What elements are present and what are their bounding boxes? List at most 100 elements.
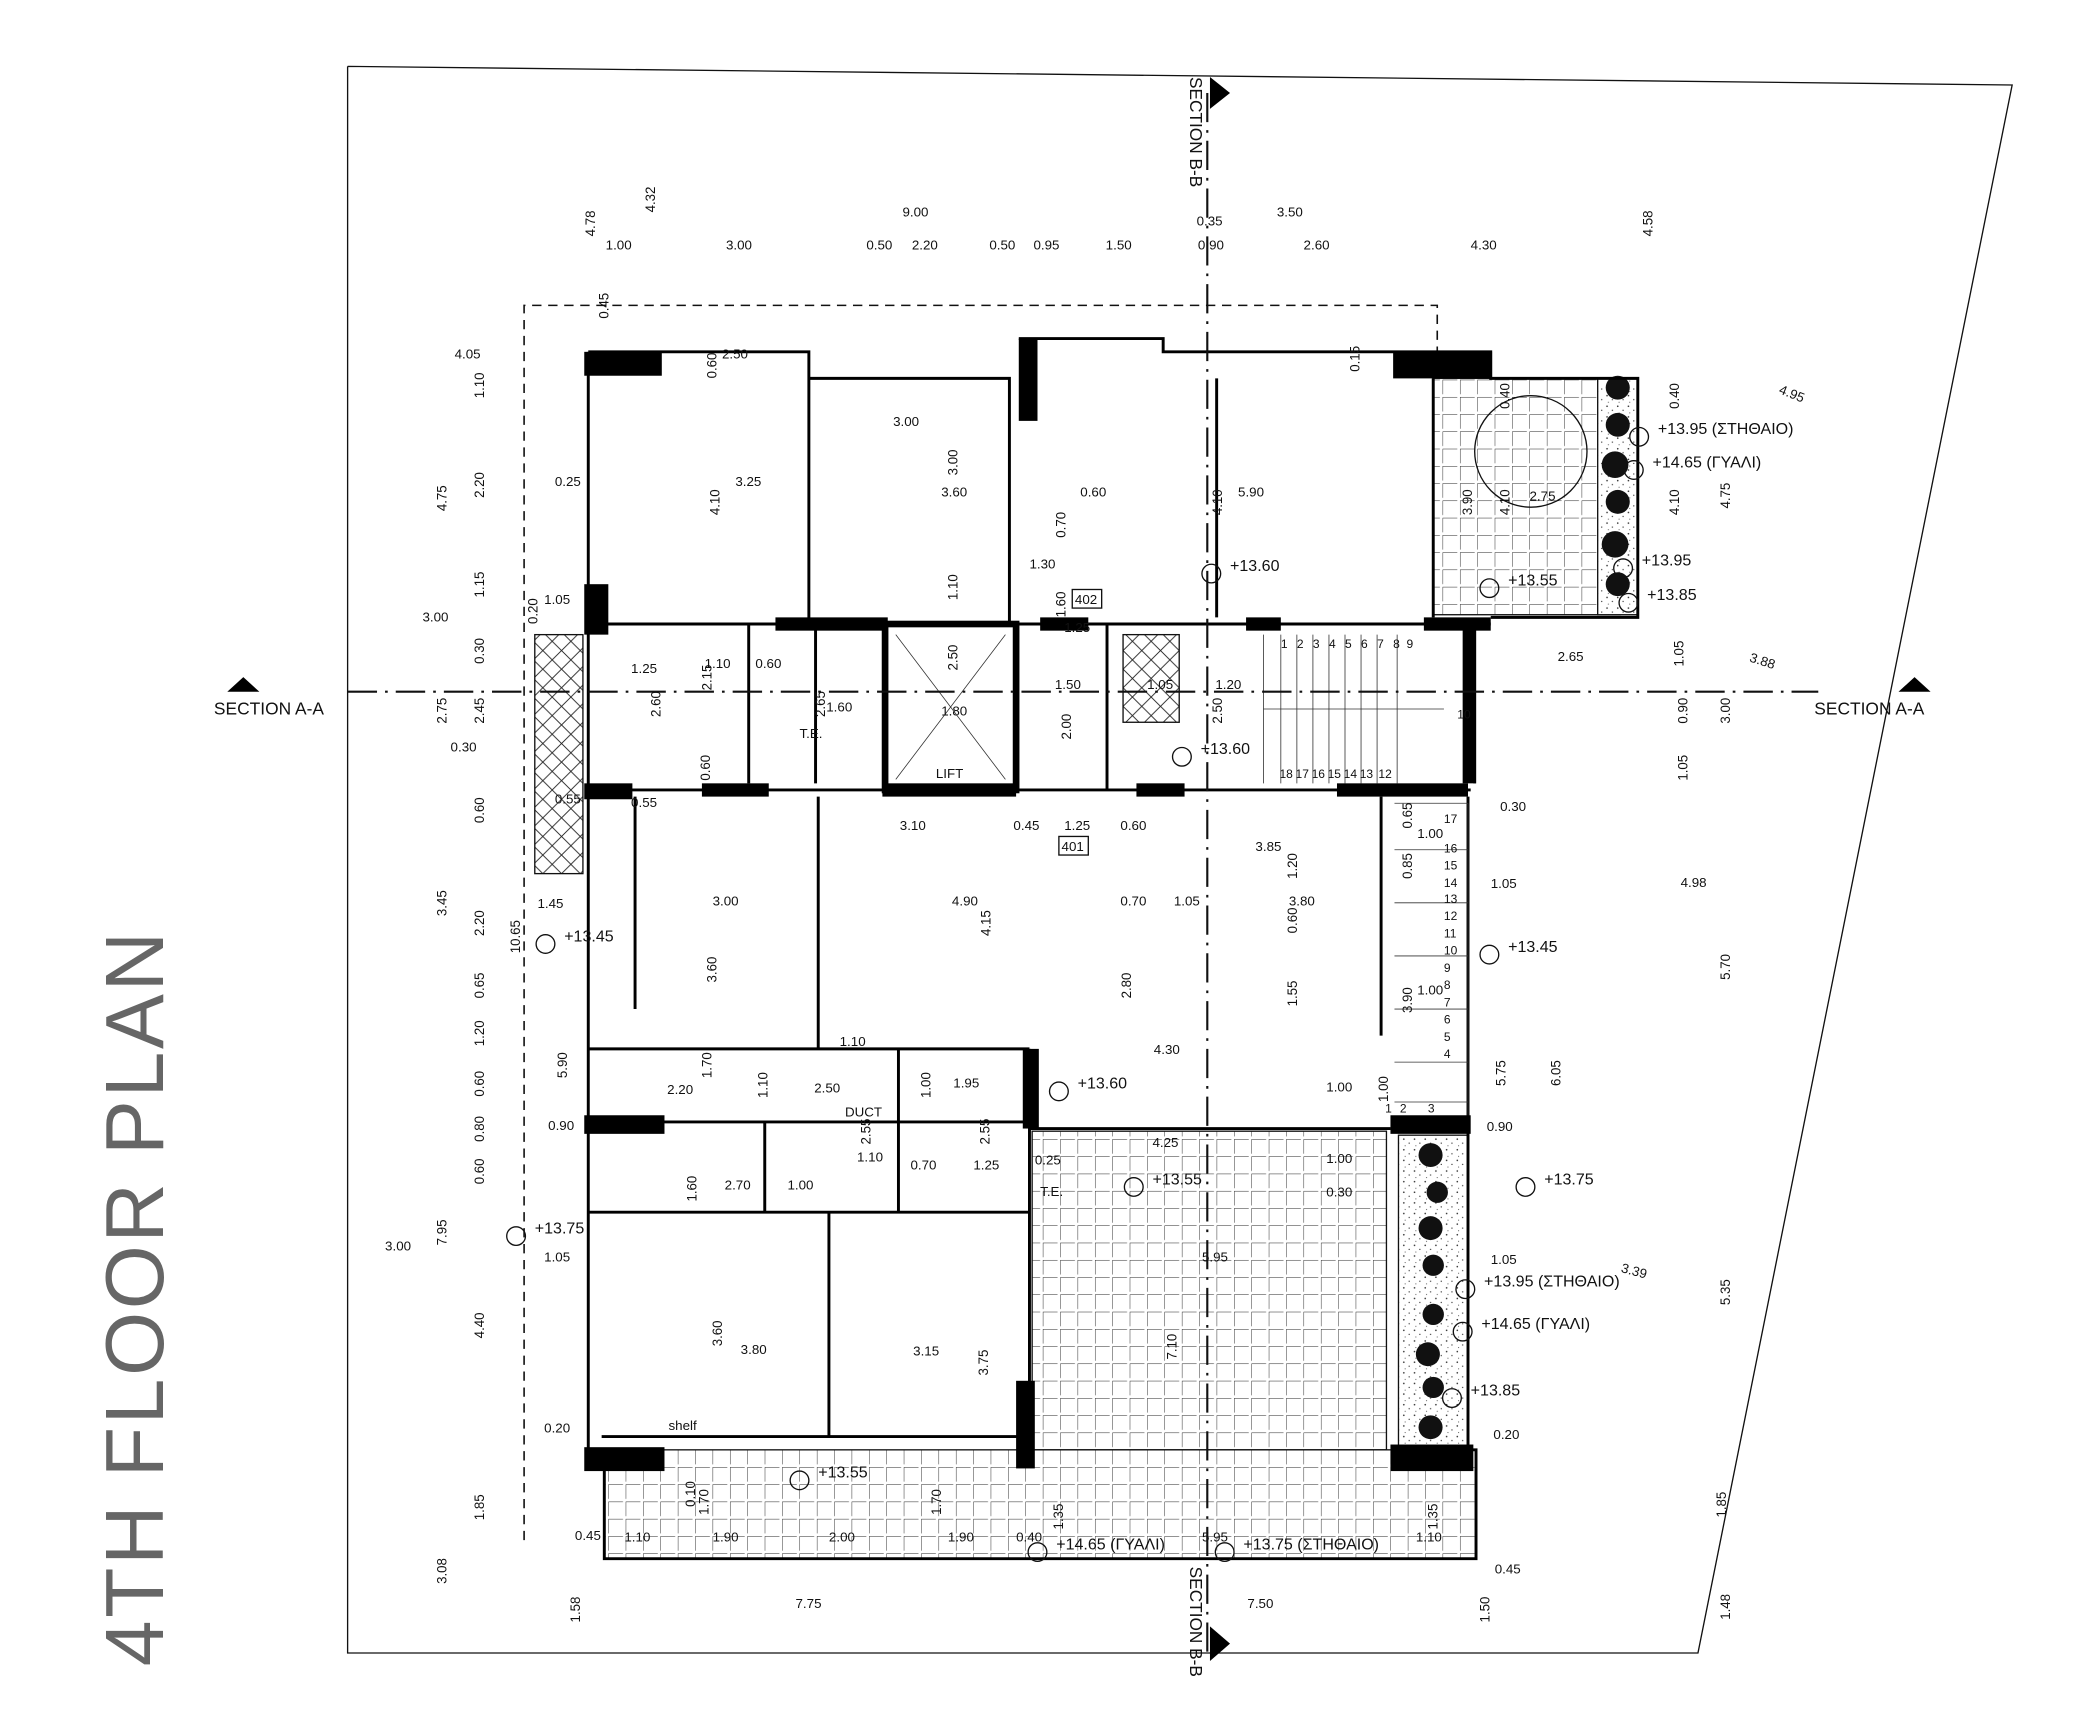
stair-step-number: 3: [1313, 637, 1320, 651]
elevation-label: +13.75: [1544, 1171, 1594, 1188]
dimension-label: 0.60: [755, 656, 781, 671]
stair-step-number: 1: [1281, 637, 1288, 651]
level-marker-icon: [1455, 1279, 1476, 1300]
elevation-label: +13.45: [564, 928, 614, 945]
dimension-label: 1.25: [973, 1158, 999, 1173]
elevation-markers: +13.60 +13.55 +13.95 (ΣΤΗΘΑΙΟ) +14.65 (ΓΥΑΛ…: [506, 421, 1794, 1563]
dimension-label: 4.75: [435, 485, 450, 511]
dimension-label: 4.32: [643, 187, 658, 213]
elevation-label: +13.85: [1647, 587, 1697, 604]
dimension-label: 3.60: [941, 485, 967, 500]
dimension-label: 0.60: [472, 1158, 487, 1184]
terrace-top-right: [1432, 377, 1622, 616]
dimension-label: 1.95: [953, 1075, 979, 1090]
stair-step-number: 10: [1444, 944, 1458, 958]
elevation-label: +13.55: [818, 1465, 868, 1482]
dimension-label: 0.30: [1326, 1184, 1352, 1199]
stair-step-number: 5: [1444, 1030, 1451, 1044]
dimension-label: 1.10: [624, 1529, 650, 1544]
level-marker-icon: [1214, 1542, 1235, 1563]
dimension-label: 4.25: [1152, 1135, 1178, 1150]
dimension-label: 2.00: [829, 1529, 855, 1544]
dimension-label: 0.30: [451, 740, 477, 755]
dimension-label: 1.60: [1054, 592, 1069, 618]
dimension-label: 1.10: [840, 1034, 866, 1049]
stair-step-number: 8: [1393, 637, 1400, 651]
dimension-label: 1.00: [606, 238, 632, 253]
dimension-label: 0.20: [1493, 1427, 1519, 1442]
level-marker-icon: [1515, 1176, 1536, 1197]
terrace-main: [1031, 1130, 1388, 1451]
dimension-label: 0.45: [1013, 818, 1039, 833]
level-marker-icon: [1048, 1081, 1069, 1102]
dimension-label: 0.85: [1400, 853, 1415, 879]
dimension-label: 7.50: [1247, 1596, 1273, 1611]
dimension-label: 4.40: [472, 1312, 487, 1338]
stair-step-number: 14: [1344, 767, 1358, 781]
stair-step-number: 3: [1428, 1102, 1435, 1116]
planter-east: [1397, 1134, 1469, 1448]
dimension-label: 1.20: [1285, 853, 1300, 879]
dimension-label: 1.10: [1416, 1529, 1442, 1544]
dimension-label: 3.45: [435, 890, 450, 916]
dimension-label: 3.75: [976, 1350, 991, 1376]
stair-cross-hatch: [1122, 633, 1180, 723]
dimension-label: 5.95: [1202, 1529, 1228, 1544]
elevation-label: +13.55: [1152, 1171, 1202, 1188]
stair-step-number: 1: [1385, 1102, 1392, 1116]
level-marker-icon: [1623, 460, 1644, 480]
dimension-label: 1.45: [537, 896, 563, 911]
dimension-label: 0.25: [555, 474, 581, 489]
dimension-label: 3.80: [741, 1342, 767, 1357]
te-label: T.E.: [800, 726, 823, 741]
dimension-label: 2.50: [945, 645, 960, 671]
dimension-label: 3.90: [1460, 489, 1475, 515]
elevation-label: +13.60: [1078, 1076, 1128, 1093]
stair-step-number: 16: [1312, 767, 1326, 781]
section-a-label-left: SECTION A-A: [214, 698, 325, 718]
dimension-label: 4.05: [455, 347, 481, 362]
dimension-label: 0.45: [575, 1528, 601, 1543]
dimension-label: 1.10: [755, 1072, 770, 1098]
level-marker-icon: [535, 934, 556, 954]
dimension-label: 1.58: [568, 1597, 583, 1623]
dimension-label: 5.70: [1718, 954, 1733, 980]
dimension-label: 4.75: [1718, 483, 1733, 509]
level-marker-icon: [1629, 426, 1650, 447]
dimension-label: 0.60: [1120, 818, 1146, 833]
dimension-label: 4.98: [1681, 875, 1707, 890]
unit-401-label: 401: [1062, 839, 1084, 854]
lift-cross: [895, 634, 1006, 780]
dimension-label: 0.60: [698, 755, 713, 781]
dimension-label: 2.20: [667, 1082, 693, 1097]
stair-step-number: 12: [1378, 767, 1392, 781]
stair-step-number: 12: [1444, 909, 1458, 923]
dimension-label: 7.75: [796, 1596, 822, 1611]
level-marker-icon: [1123, 1176, 1144, 1197]
dimension-label: 0.15: [1348, 346, 1363, 372]
stair-step-number: 15: [1328, 767, 1342, 781]
dimension-label: 1.30: [1029, 556, 1055, 571]
dimension-label: 1.85: [1714, 1492, 1729, 1518]
dimension-label: 1.10: [472, 372, 487, 398]
elevation-label: +14.65 (ΓΥΑΛΙ): [1056, 1536, 1165, 1553]
dimension-label: 0.55: [631, 795, 657, 810]
dimension-label: 1.85: [472, 1494, 487, 1520]
drawing-title: 4TH FLOOR PLAN: [88, 929, 181, 1666]
dimension-label: 2.75: [435, 698, 450, 724]
dimension-label: 1.00: [1326, 1079, 1352, 1094]
columns: [584, 338, 1493, 1472]
level-marker-icon: [1479, 944, 1500, 965]
elevation-label: +13.95 (ΣΤΗΘΑΙΟ): [1658, 421, 1794, 438]
stair-step-number: 16: [1444, 841, 1458, 855]
dimension-label: 2.80: [1119, 973, 1134, 999]
dimension-label: 1.70: [929, 1489, 944, 1515]
dimension-label: 4.95: [1777, 382, 1807, 406]
dimension-label: 4.30: [1471, 238, 1497, 253]
dimension-label: 1.60: [685, 1176, 700, 1202]
section-a-arrow-right: [1898, 677, 1931, 692]
dimension-label: 2.20: [472, 910, 487, 936]
dimension-label: 1.50: [1106, 238, 1132, 253]
